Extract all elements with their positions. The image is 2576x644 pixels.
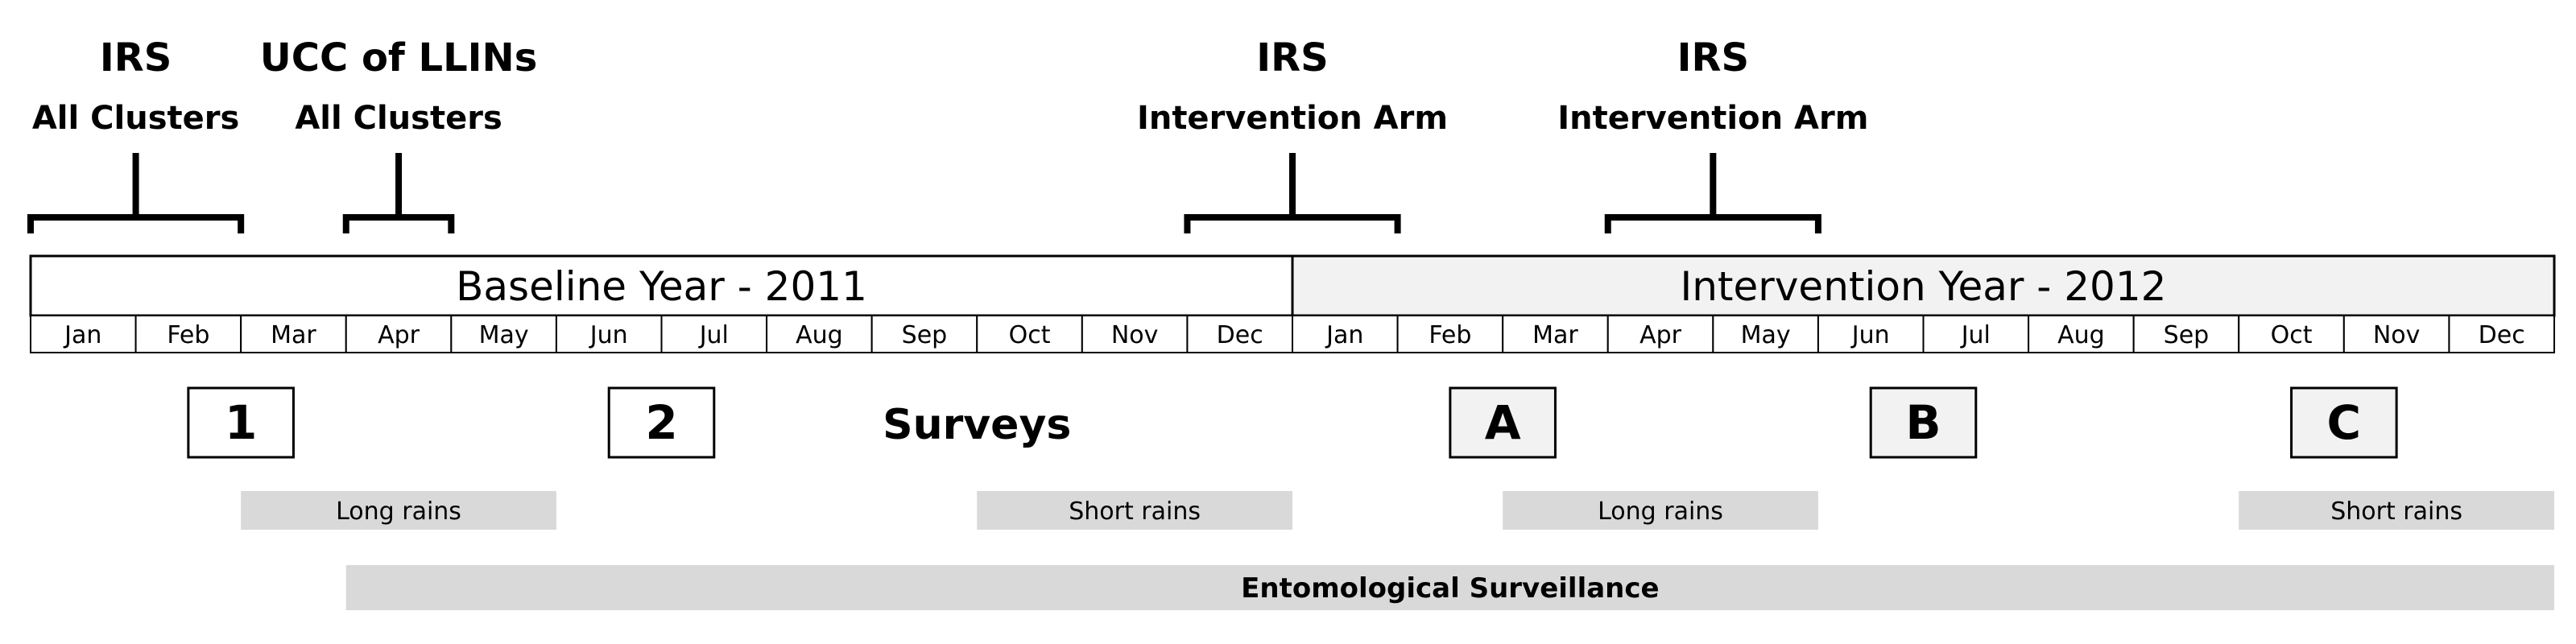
month-cell <box>1081 315 1189 353</box>
month-cell <box>2342 315 2450 353</box>
month-cell <box>1606 315 1714 353</box>
surveillance-bar <box>345 565 2554 610</box>
surveillance-label: Entomological Surveillance <box>1241 572 1659 605</box>
year-cell <box>1291 254 2556 317</box>
month-label: Aug <box>2057 321 2105 349</box>
survey-label: B <box>1905 395 1941 450</box>
month-cell <box>240 315 347 353</box>
rain-label: Long rains <box>1598 497 1723 526</box>
event-subtitle: All Clusters <box>295 100 502 137</box>
month-label: Jan <box>63 321 101 349</box>
month-label: Jun <box>589 321 628 349</box>
month-label: Jun <box>1850 321 1890 349</box>
month-label: Dec <box>2479 321 2525 349</box>
rain-band <box>977 491 1292 530</box>
survey-box <box>187 386 295 459</box>
survey-box <box>2290 386 2398 459</box>
survey-label: 2 <box>645 395 677 450</box>
event-title: IRS <box>100 35 172 80</box>
month-label: Nov <box>2373 321 2421 349</box>
event-title: UCC of LLINs <box>260 35 537 80</box>
event-bracket <box>342 153 455 233</box>
month-cell <box>1502 315 1609 353</box>
rain-label: Short rains <box>1069 497 1201 526</box>
rain-label: Long rains <box>336 497 461 526</box>
month-label: Feb <box>167 321 209 349</box>
event-bracket <box>1184 153 1401 233</box>
month-label: Apr <box>1639 321 1682 349</box>
month-cell <box>450 315 557 353</box>
rain-band <box>2239 491 2554 530</box>
survey-box <box>607 386 716 459</box>
month-label: May <box>1741 321 1791 349</box>
survey-label: C <box>2327 395 2362 450</box>
month-cell <box>2448 315 2556 353</box>
event-title: IRS <box>1677 35 1749 80</box>
year-cell <box>29 254 1294 317</box>
month-label: Oct <box>1009 321 1051 349</box>
survey-label: 1 <box>225 395 257 450</box>
surveys-label: Surveys <box>883 401 1071 449</box>
rain-band <box>241 491 556 530</box>
month-cell <box>660 315 768 353</box>
month-label: Mar <box>1532 321 1578 349</box>
event-subtitle: Intervention Arm <box>1557 100 1868 137</box>
survey-label: A <box>1485 395 1521 450</box>
event-bracket <box>1604 153 1821 233</box>
event-bracket <box>27 153 245 233</box>
month-cell <box>1396 315 1504 353</box>
month-label: Apr <box>378 321 420 349</box>
month-label: Jul <box>698 321 729 349</box>
month-cell <box>2028 315 2135 353</box>
survey-box <box>1869 386 1978 459</box>
month-cell <box>976 315 1083 353</box>
year-label: Baseline Year - 2011 <box>456 263 867 310</box>
month-cell <box>555 315 663 353</box>
event-title: IRS <box>1256 35 1328 80</box>
year-label: Intervention Year - 2012 <box>1680 263 2166 310</box>
event-subtitle: Intervention Arm <box>1137 100 1448 137</box>
month-cell <box>1186 315 1293 353</box>
month-label: Mar <box>271 321 316 349</box>
rain-label: Short rains <box>2330 497 2462 526</box>
month-label: Oct <box>2271 321 2313 349</box>
month-label: Jan <box>1325 321 1363 349</box>
month-cell <box>2132 315 2240 353</box>
month-label: Sep <box>902 321 948 349</box>
survey-box <box>1449 386 1557 459</box>
month-label: Feb <box>1429 321 1471 349</box>
month-cell <box>1817 315 1925 353</box>
month-label: Jul <box>1960 321 1991 349</box>
month-label: Sep <box>2164 321 2210 349</box>
rain-band <box>1503 491 1818 530</box>
month-label: Dec <box>1217 321 1263 349</box>
month-label: Aug <box>796 321 843 349</box>
month-cell <box>1712 315 1819 353</box>
month-label: May <box>479 321 529 349</box>
month-cell <box>766 315 873 353</box>
month-cell <box>345 315 453 353</box>
month-label: Nov <box>1111 321 1159 349</box>
month-cell <box>30 315 137 353</box>
event-subtitle: All Clusters <box>32 100 239 137</box>
month-cell <box>1922 315 2030 353</box>
